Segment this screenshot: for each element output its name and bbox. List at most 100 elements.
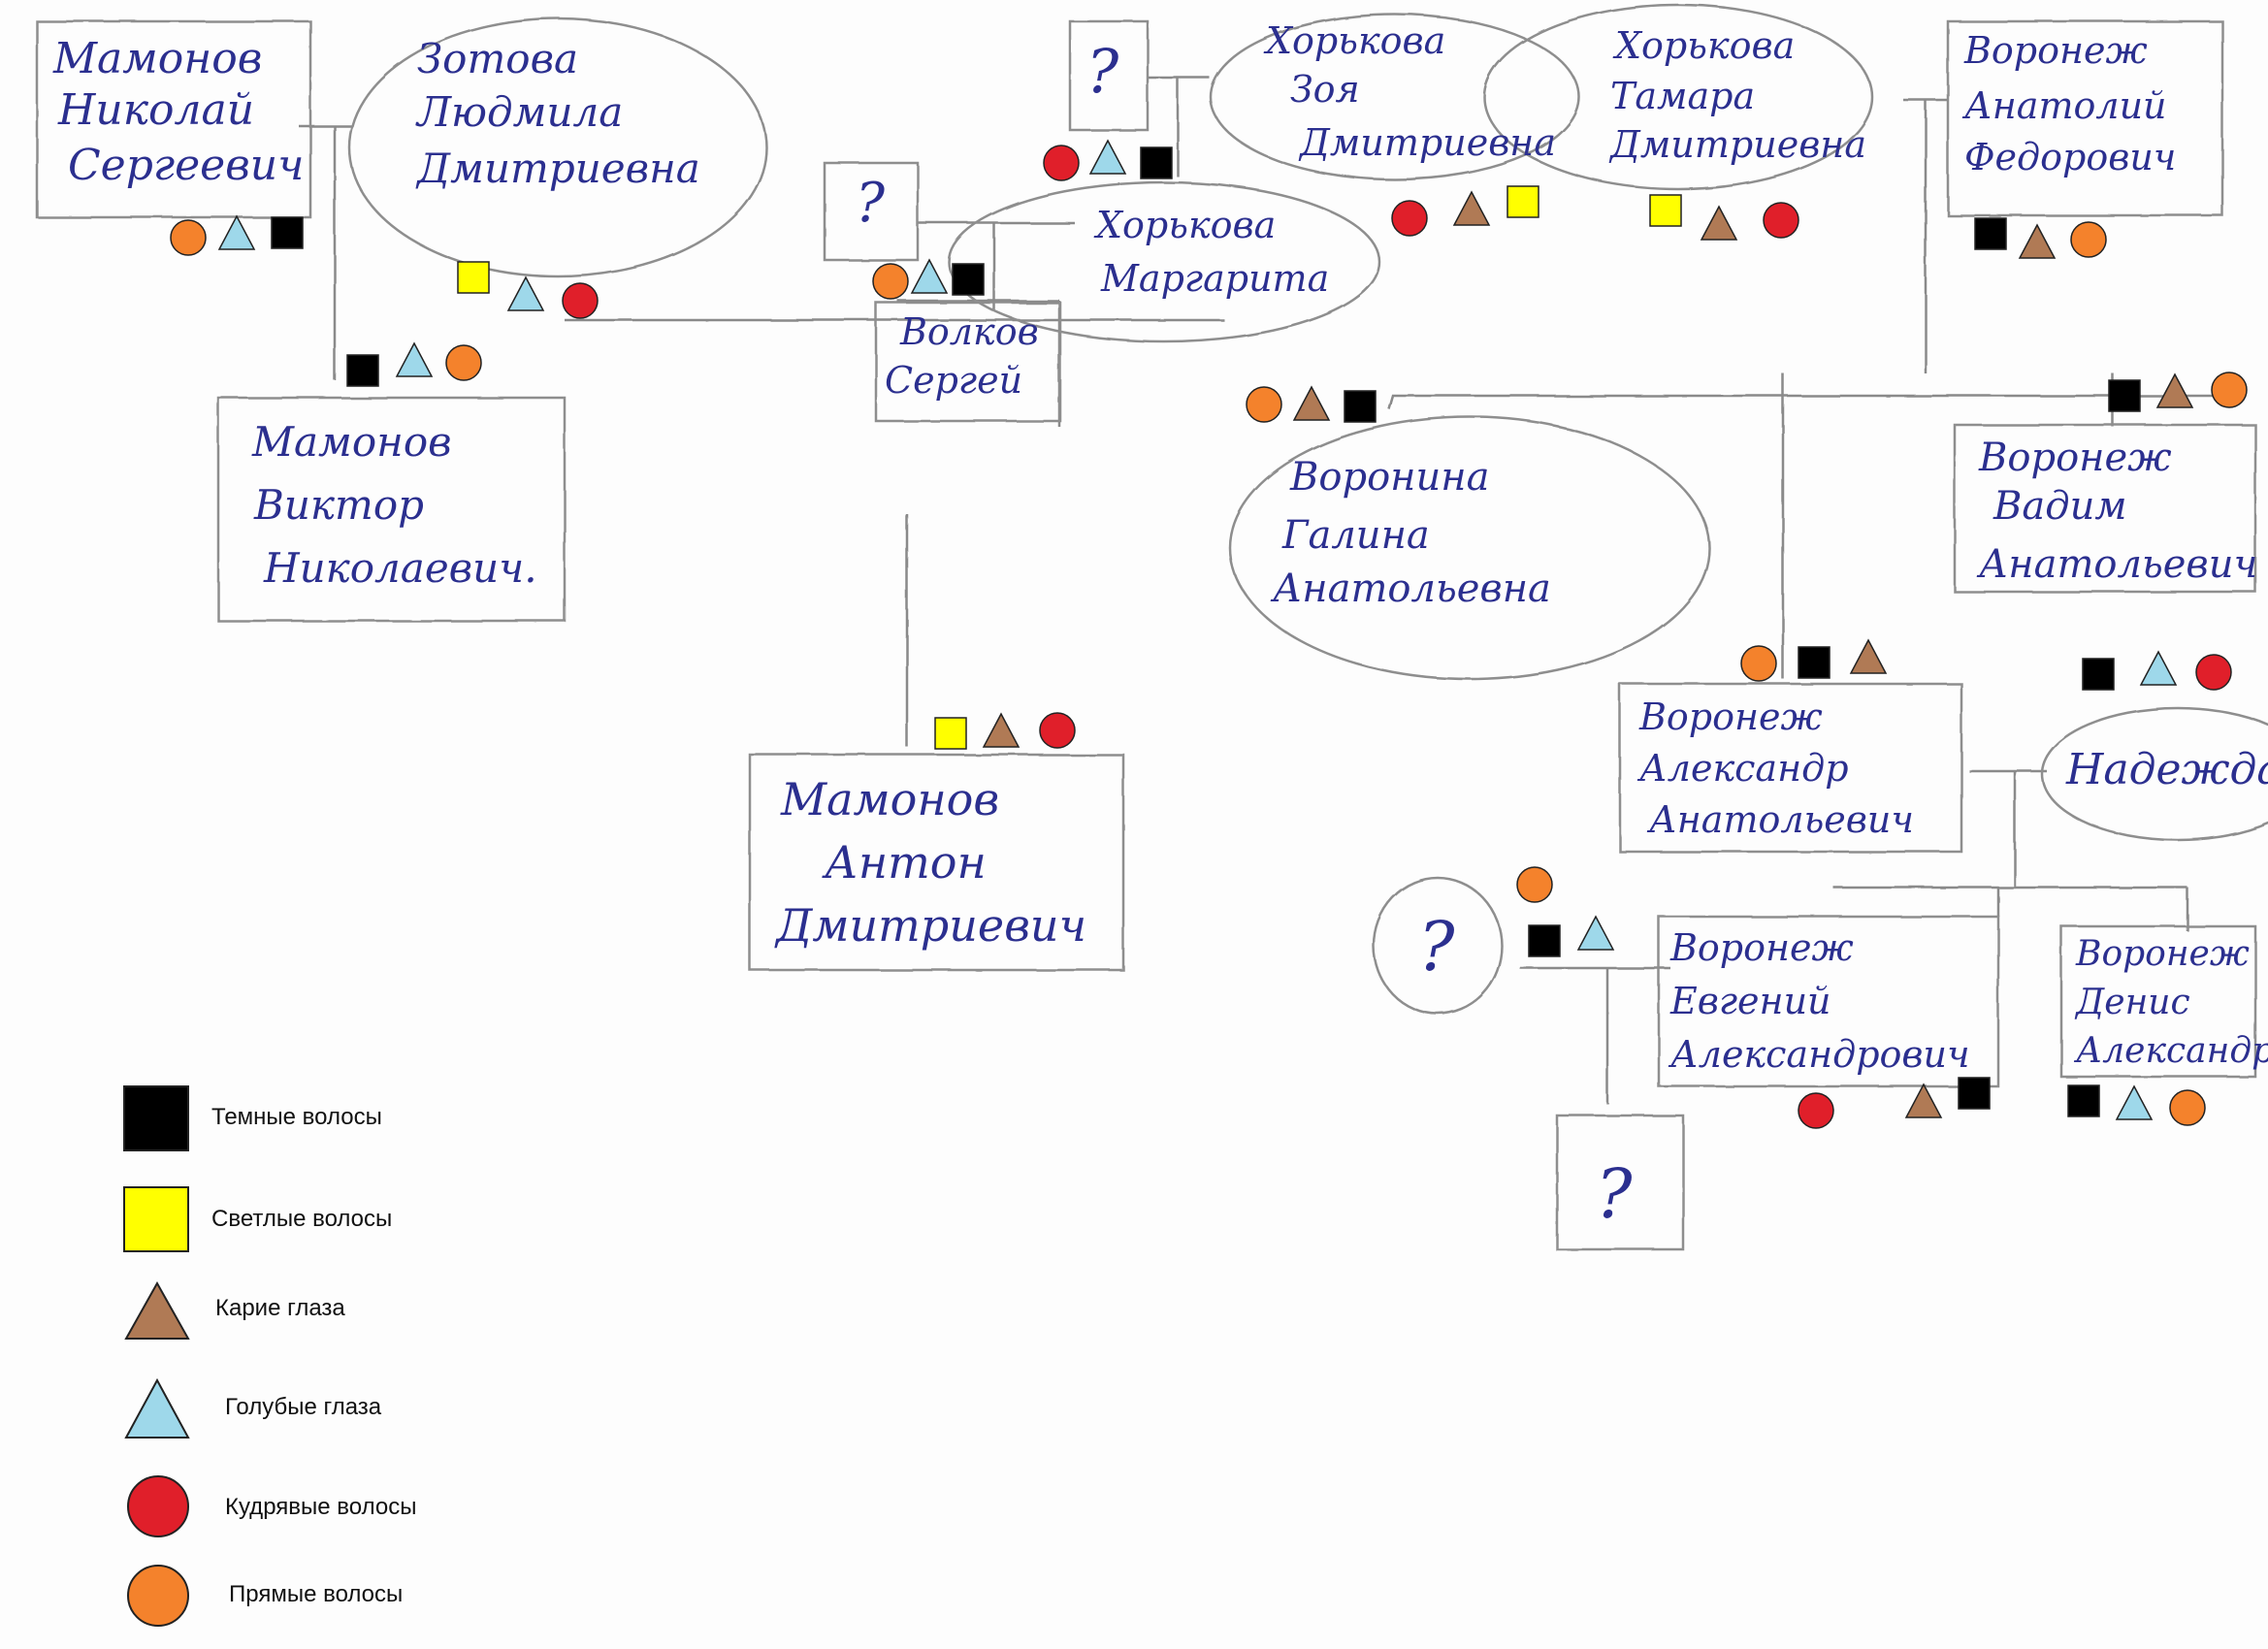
square-marker-dark-hair (952, 263, 985, 296)
legend-swatch-light-hair (123, 1186, 189, 1252)
name-unknown-top: ? (1086, 36, 1119, 107)
legend-label-straight-hair: Прямые волосы (229, 1581, 404, 1607)
square-marker-dark-hair (2067, 1084, 2100, 1117)
triangle-marker-blue-eyes (2115, 1084, 2154, 1120)
legend-label-brown-eyes: Карие глаза (215, 1295, 345, 1321)
square-marker-dark-hair (2108, 379, 2141, 412)
square-marker-dark-hair (346, 354, 379, 387)
square-marker-dark-hair (1528, 924, 1561, 957)
circle-marker-straight-hair (445, 344, 482, 381)
triangle-marker-blue-eyes (506, 275, 545, 311)
name-unknown-circle: ? (1418, 907, 1455, 986)
legend-swatch-curly-hair (127, 1475, 189, 1537)
square-marker-dark-hair (1974, 217, 2007, 250)
legend-label-dark-hair: Темные волосы (211, 1104, 382, 1130)
person-oval-zoya (1209, 13, 1581, 181)
legend-label-light-hair: Светлые волосы (211, 1206, 393, 1232)
circle-marker-straight-hair (1740, 645, 1777, 682)
square-marker-dark-hair (2082, 658, 2115, 691)
person-box-alexander (1618, 682, 1963, 854)
person-oval-tamara (1482, 3, 1874, 191)
square-marker-light-hair (934, 717, 967, 750)
person-oval-nadezhda (2040, 706, 2268, 842)
person-box-unknown-left (823, 161, 920, 262)
legend-swatch-brown-eyes (124, 1280, 190, 1340)
triangle-marker-brown-eyes (1700, 205, 1738, 241)
circle-marker-straight-hair (1246, 386, 1282, 423)
circle-marker-curly-hair (562, 282, 599, 319)
person-box-vadim (1953, 423, 2257, 594)
square-marker-dark-hair (1798, 646, 1831, 679)
triangle-marker-blue-eyes (1088, 139, 1127, 175)
square-marker-dark-hair (1140, 146, 1173, 179)
legend-swatch-straight-hair (127, 1565, 189, 1627)
circle-marker-curly-hair (2195, 654, 2232, 691)
person-oval-margarita (947, 180, 1381, 343)
person-box-anatoly (1946, 19, 2224, 217)
triangle-marker-blue-eyes (395, 341, 434, 377)
triangle-marker-blue-eyes (1576, 915, 1615, 951)
square-marker-dark-hair (1958, 1077, 1991, 1110)
connection-lines (299, 76, 2246, 1104)
triangle-marker-blue-eyes (910, 258, 949, 294)
circle-marker-curly-hair (1043, 145, 1080, 181)
legend-symbols (123, 1085, 190, 1627)
triangle-marker-brown-eyes (1292, 385, 1331, 421)
person-shapes (35, 3, 2268, 1251)
circle-marker-straight-hair (872, 263, 909, 300)
legend-label-blue-eyes: Голубые глаза (225, 1394, 382, 1420)
triangle-marker-brown-eyes (1849, 638, 1888, 674)
name-unknown-left: ? (856, 172, 886, 235)
person-oval-galina (1228, 415, 1711, 681)
person-box-sergey (874, 301, 1062, 423)
triangle-marker-brown-eyes (2018, 223, 2057, 259)
person-box-viktor (216, 396, 567, 623)
square-marker-light-hair (1649, 194, 1682, 227)
person-box-unknown-bottom (1555, 1114, 1685, 1251)
person-oval-lyudmila (347, 16, 768, 278)
triangle-marker-blue-eyes (2139, 650, 2178, 686)
person-circle-unknown (1372, 876, 1504, 1016)
square-marker-light-hair (1507, 185, 1539, 218)
legend-swatch-dark-hair (123, 1085, 189, 1151)
legend-swatch-blue-eyes (124, 1377, 190, 1439)
circle-marker-curly-hair (1039, 712, 1076, 749)
person-box-denis (2059, 924, 2257, 1079)
name-unknown-bottom: ? (1596, 1154, 1633, 1234)
triangle-marker-blue-eyes (217, 214, 256, 250)
person-box-evgeny (1657, 915, 2000, 1088)
circle-marker-curly-hair (1763, 202, 1799, 239)
circle-marker-straight-hair (1516, 866, 1553, 903)
square-marker-dark-hair (1344, 390, 1377, 423)
circle-marker-curly-hair (1391, 200, 1428, 237)
name-denis: ВоронежДенисАлександрович (2073, 934, 2268, 1071)
circle-marker-straight-hair (2211, 372, 2248, 408)
person-box-unknown-top (1068, 19, 1150, 132)
square-marker-dark-hair (271, 216, 304, 249)
circle-marker-straight-hair (170, 219, 207, 256)
trait-markers (170, 139, 2248, 1129)
triangle-marker-brown-eyes (2155, 372, 2194, 408)
person-box-nikolai (35, 19, 312, 219)
triangle-marker-brown-eyes (982, 712, 1021, 748)
circle-marker-curly-hair (1798, 1092, 1834, 1129)
square-marker-light-hair (457, 261, 490, 294)
triangle-marker-brown-eyes (1452, 190, 1491, 226)
circle-marker-straight-hair (2169, 1089, 2206, 1126)
person-box-anton (748, 753, 1125, 972)
triangle-marker-brown-eyes (1904, 1083, 1943, 1118)
